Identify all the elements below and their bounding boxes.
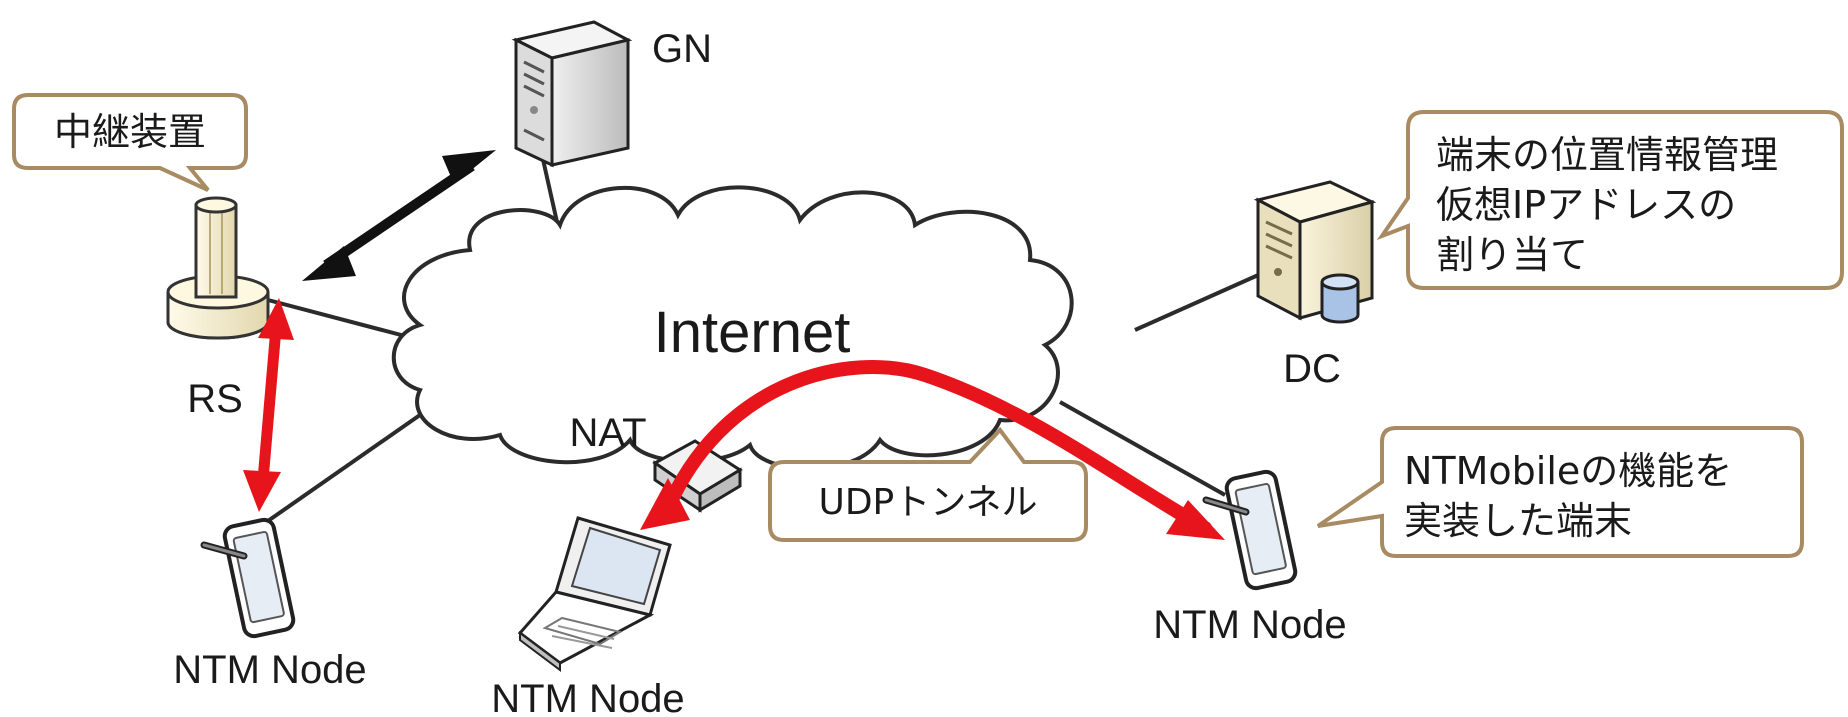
tablet-icon-left bbox=[200, 517, 296, 639]
dc-callout-line3: 割り当て bbox=[1436, 233, 1588, 277]
bidirectional-arrow-icon bbox=[302, 150, 496, 281]
udp-callout: UDPトンネル bbox=[768, 426, 1088, 542]
udp-tunnel-arrow bbox=[640, 359, 1225, 540]
ntm-left-label: NTM Node bbox=[173, 648, 366, 692]
relay-callout: 中継装置 bbox=[12, 93, 248, 192]
udp-callout-text: UDPトンネル bbox=[818, 482, 1037, 523]
ntmobile-callout-line2: 実装した端末 bbox=[1404, 499, 1632, 543]
database-cylinder-icon bbox=[1320, 273, 1360, 324]
laptop-icon bbox=[517, 516, 672, 672]
dc-label: DC bbox=[1283, 347, 1341, 391]
gn-label: GN bbox=[652, 27, 712, 71]
connection-lines bbox=[253, 154, 1266, 532]
tablet-icon-right bbox=[1202, 469, 1298, 591]
internet-cloud: Internet bbox=[391, 185, 1074, 471]
nat-label: NAT bbox=[569, 411, 646, 455]
link-rs-cloud bbox=[267, 298, 421, 342]
relay-device-icon bbox=[166, 196, 270, 340]
dc-callout-line2: 仮想IPアドレスの bbox=[1436, 183, 1736, 227]
rs-label: RS bbox=[187, 377, 243, 421]
ntmobile-callout-line1: NTMobileの機能を bbox=[1404, 449, 1732, 493]
ntmobile-callout: NTMobileの機能を 実装した端末 bbox=[1316, 426, 1804, 558]
dc-callout: 端末の位置情報管理 仮想IPアドレスの 割り当て bbox=[1376, 110, 1844, 290]
tunnel-arrow-vertical bbox=[243, 298, 294, 512]
gn-server-icon bbox=[511, 20, 633, 168]
ntm-right-label: NTM Node bbox=[1153, 603, 1346, 647]
dc-callout-line1: 端末の位置情報管理 bbox=[1436, 133, 1778, 177]
relay-callout-text: 中継装置 bbox=[54, 110, 206, 154]
link-dc-cloud bbox=[1134, 270, 1266, 332]
internet-label: Internet bbox=[654, 300, 851, 365]
ntm-laptop-label: NTM Node bbox=[491, 677, 684, 717]
link-gn-cloud bbox=[540, 154, 559, 223]
link-ntm-right-cloud bbox=[1059, 400, 1226, 497]
link-ntm-left-cloud bbox=[253, 406, 432, 532]
